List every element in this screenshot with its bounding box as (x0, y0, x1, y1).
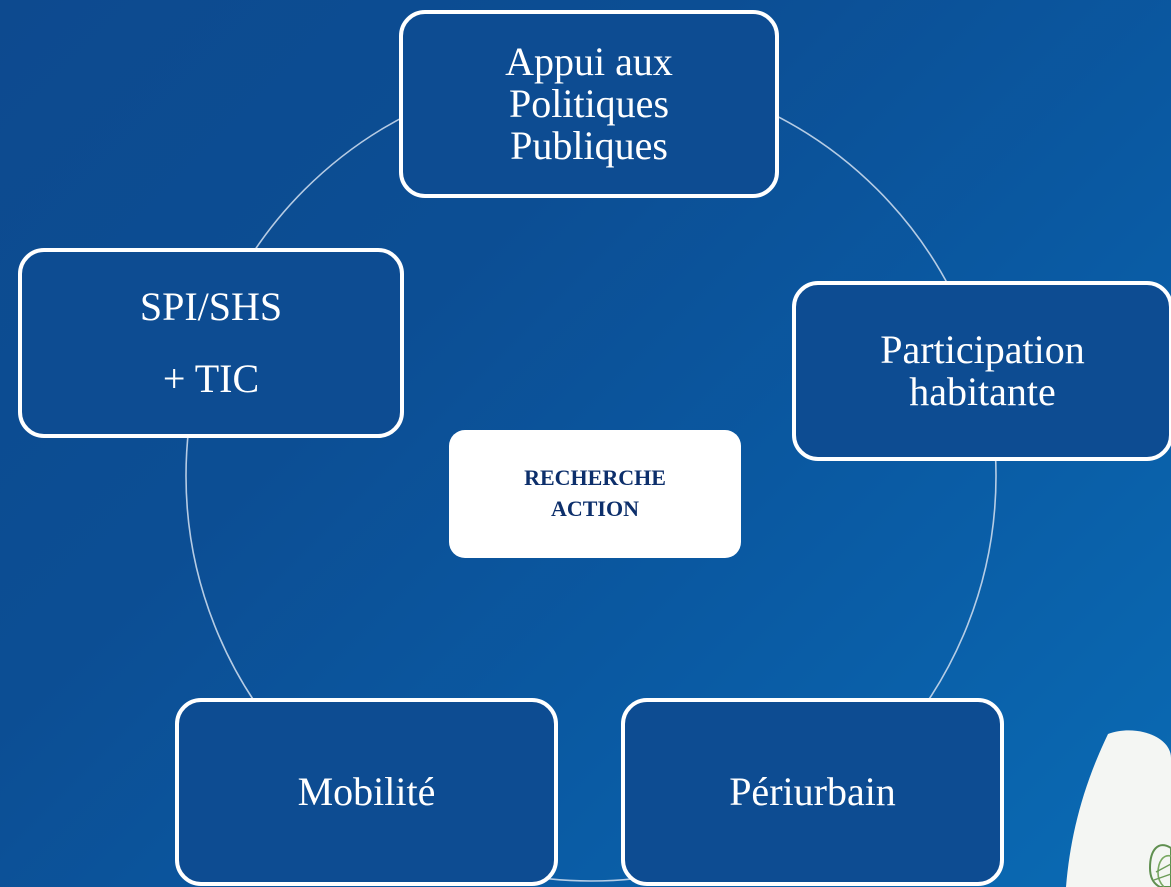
node-text: Publiques (510, 123, 668, 168)
node-text: Mobilité (297, 769, 436, 814)
node-text: Politiques (508, 81, 670, 126)
node-text: Périurbain (729, 769, 896, 814)
node-text: SPI/SHS (139, 284, 283, 329)
center-label-line2: ACTION (550, 496, 639, 521)
leaf-logo-icon (1066, 730, 1171, 887)
node-spi-shs-tic: SPI/SHS + TIC (18, 248, 404, 438)
node-text: + TIC (162, 356, 260, 401)
node-mobilite: Mobilité (175, 698, 558, 886)
center-label-box: RECHERCHE ACTION (449, 430, 741, 558)
node-text: habitante (909, 369, 1056, 414)
node-text: Participation (880, 327, 1085, 372)
node-appui-politiques-publiques: Appui aux Politiques Publiques (399, 10, 779, 198)
node-text: Appui aux (505, 39, 673, 84)
node-participation-habitante: Participation habitante (792, 281, 1171, 461)
center-label-line1: RECHERCHE (524, 465, 666, 491)
node-periurbain: Périurbain (621, 698, 1004, 886)
